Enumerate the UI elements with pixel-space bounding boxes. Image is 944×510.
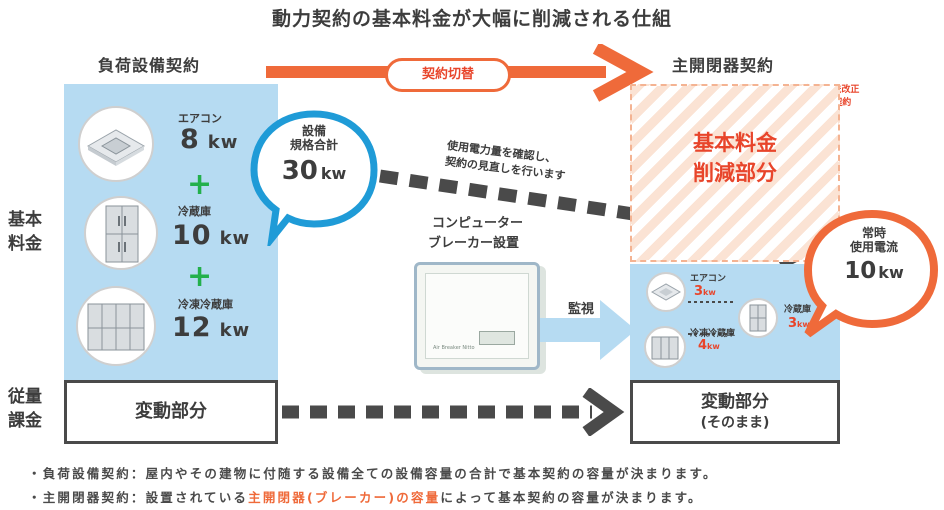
right-fridge-value: 3kw [788,316,810,331]
basic-fee-label: 基本 料金 [8,208,42,256]
freezer-image [76,286,156,366]
breaker-brand: Air Breaker Nitto [433,345,475,351]
reduction-line1: 基本料金 [693,131,777,155]
breaker-label: コンピューター ブレーカー設置 [428,214,524,254]
total-bubble-line2: 規格合計 [289,138,338,152]
fridge-image [84,196,158,270]
current-bubble-line2: 使用電流 [849,240,898,254]
freezer-icon [87,303,145,351]
plus-icon: + [187,167,213,202]
left-aircon-value: 8 kw [180,124,238,155]
right-freezer-image [644,326,686,368]
breaker-display [479,331,515,345]
right-heading: 主開閉器契約 [672,56,775,75]
right-freezer-unit: kw [707,342,720,351]
usage-fee-label-2: 課金 [8,411,42,431]
right-freezer-number: 4 [698,338,708,353]
left-aircon-label: エアコン [178,112,222,125]
reduction-line2: 削減部分 [693,161,777,185]
left-aircon-number: 8 [180,124,200,155]
freezer-icon [651,336,679,360]
aircon-icon [86,129,146,166]
total-bubble-line1: 設備 [301,124,326,138]
right-freezer-label: 冷凍冷蔵庫 [690,329,736,339]
total-bubble-number: 30 [281,156,318,186]
right-variable-label: 変動部分 [701,392,769,412]
current-bubble-number: 10 [844,258,877,284]
left-freezer-label: 冷凍冷蔵庫 [178,298,233,311]
left-freezer-unit: kw [219,320,251,341]
aircon-image [78,106,154,182]
right-freezer-value: 4kw [698,338,720,353]
note-line-2: ・主開閉器契約：設置されている主開閉器(ブレーカー)の容量によって基本契約の容量… [28,487,703,506]
note-line-2-highlight: 主開閉器(ブレーカー)の容量 [248,490,441,505]
aircon-icon [650,283,682,301]
variable-dashed-arrow [282,388,625,436]
basic-fee-reduction-area [630,84,840,262]
total-bubble-shape [250,110,378,246]
left-fridge-label: 冷蔵庫 [178,205,211,218]
left-fridge-value: 10 kw [172,220,250,251]
basic-fee-label-2: 料金 [8,234,42,254]
note-line-1: ・負荷設備契約：屋内やその建物に付随する設備全ての設備容量の合計で基本契約の容量… [28,466,718,481]
right-aircon-image [646,272,686,312]
total-bubble-unit: kw [320,164,347,183]
current-bubble-unit: kw [878,263,904,282]
right-fridge-number: 3 [788,316,798,331]
fridge-icon [749,304,767,332]
left-variable-box: 変動部分 [64,380,278,444]
left-freezer-number: 12 [172,312,212,343]
right-fridge-label: 冷蔵庫 [784,305,812,315]
reduction-text: 基本料金 削減部分 [630,128,840,188]
monitor-arrow [540,300,636,360]
monitor-label: 監視 [568,302,595,317]
left-fridge-number: 10 [172,220,212,251]
fridge-icon [105,205,139,263]
note-line-2-start: ・主開閉器契約：設置されている [28,490,249,505]
right-aircon-label: エアコン [690,274,727,284]
breaker-label-line1: コンピューター [432,216,524,231]
note-line-2-end: によって基本契約の容量が決まります。 [440,490,703,505]
breaker-label-line2: ブレーカー設置 [428,236,520,251]
switch-badge: 契約切替 [385,58,511,92]
plus-icon: + [187,259,213,294]
right-variable-box: 変動部分 (そのまま) [630,380,840,444]
left-freezer-value: 12 kw [172,312,250,343]
current-bubble-shape [803,209,939,338]
basic-fee-label-1: 基本 [8,210,42,230]
left-variable-label: 変動部分 [135,401,207,422]
left-aircon-unit: kw [207,132,239,153]
current-bubble-line1: 常時 [861,226,886,240]
right-aircon-unit: kw [703,288,716,297]
usage-fee-label-1: 従量 [8,387,42,407]
right-fridge-unit: kw [797,320,810,329]
computer-breaker-device: Air Breaker Nitto [414,262,540,370]
right-fridge-image [738,298,778,338]
right-leader-lines [688,301,734,335]
page-title: 動力契約の基本料金が大幅に削減される仕組 [271,8,672,30]
switch-label: 契約切替 [421,67,474,82]
right-variable-sublabel: (そのまま) [700,415,770,431]
right-aircon-number: 3 [694,284,704,299]
right-aircon-value: 3kw [694,284,716,299]
left-heading: 負荷設備契約 [98,56,201,75]
usage-fee-label: 従量 課金 [8,385,42,433]
left-fridge-unit: kw [219,228,251,249]
